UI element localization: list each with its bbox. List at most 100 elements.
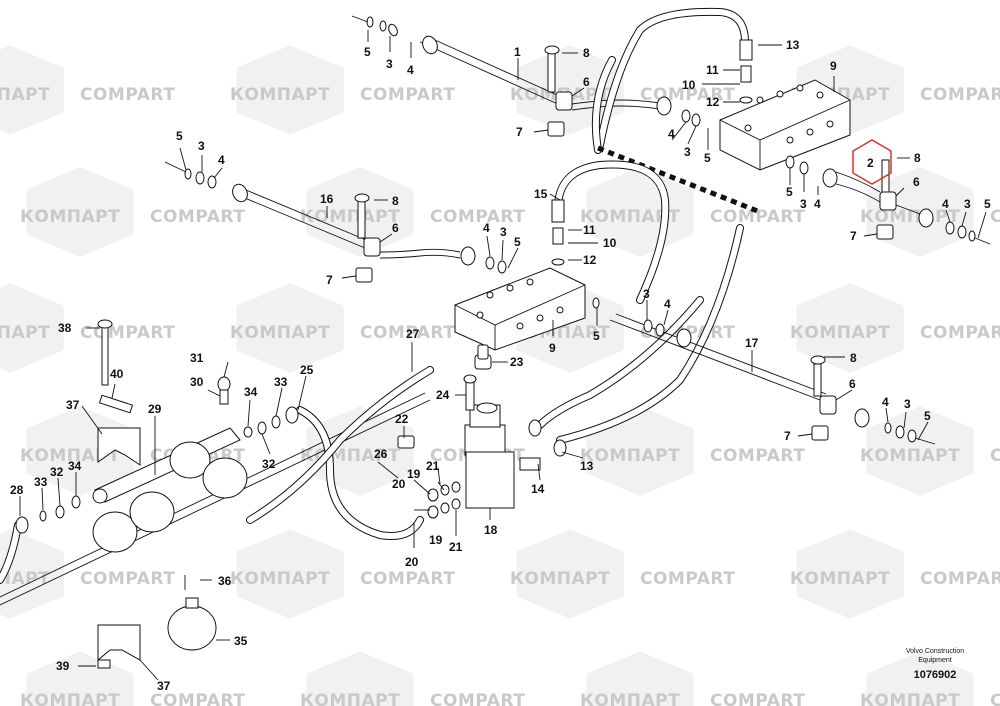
watermark-text: COMPART xyxy=(920,323,1000,343)
callout-18: 18 xyxy=(484,523,498,537)
callout-4: 4 xyxy=(483,221,490,235)
callout-24: 24 xyxy=(436,388,450,402)
watermark-text: КОМПАРТ xyxy=(20,207,120,227)
watermark-text: КОМПАРТ xyxy=(580,691,680,706)
callout-23: 23 xyxy=(510,355,524,369)
watermark-text: КОМПАРТ xyxy=(510,569,610,589)
callout-21: 21 xyxy=(426,459,440,473)
brand-line-2: Equipment xyxy=(918,657,952,664)
watermark-text: COMPART xyxy=(360,569,455,589)
callout-3: 3 xyxy=(198,139,205,153)
callout-8: 8 xyxy=(850,351,857,365)
callout-31: 31 xyxy=(190,351,204,365)
callout-29: 29 xyxy=(148,402,162,416)
callout-26: 26 xyxy=(374,447,388,461)
callout-13: 13 xyxy=(580,459,594,473)
callout-7: 7 xyxy=(784,429,791,443)
callout-14: 14 xyxy=(531,482,545,496)
callout-7: 7 xyxy=(516,125,523,139)
watermark-tile: КОМПАРТ COMPART xyxy=(230,283,455,373)
watermark-text: КОМПАРТ xyxy=(20,446,120,466)
callout-21: 21 xyxy=(449,540,463,554)
watermark-text: COMPART xyxy=(360,85,455,105)
watermark-text: КОМПАРТ xyxy=(20,691,120,706)
callout-5: 5 xyxy=(984,197,991,211)
callout-22: 22 xyxy=(395,412,409,426)
callout-7: 7 xyxy=(850,229,857,243)
watermark-text: COMPART xyxy=(150,691,245,706)
callout-6: 6 xyxy=(849,377,856,391)
callout-4: 4 xyxy=(407,63,414,77)
callout-3: 3 xyxy=(386,57,393,71)
callout-25: 25 xyxy=(300,363,314,377)
callout-8: 8 xyxy=(914,151,921,165)
callout-5: 5 xyxy=(593,329,600,343)
callout-33: 33 xyxy=(274,375,288,389)
callout-12: 12 xyxy=(583,253,597,267)
callout-20: 20 xyxy=(405,555,419,569)
watermark-text: COMPART xyxy=(920,569,1000,589)
watermark-tile: КОМПАРТ COMPART xyxy=(20,651,245,706)
watermark-text: КОМПАРТ xyxy=(860,207,960,227)
callout-36: 36 xyxy=(218,574,232,588)
watermark-text: COMPART xyxy=(80,85,175,105)
callout-6: 6 xyxy=(392,221,399,235)
callout-8: 8 xyxy=(392,194,399,208)
watermark-text: КОМПАРТ xyxy=(790,569,890,589)
callout-34: 34 xyxy=(244,385,258,399)
callout-2: 2 xyxy=(867,156,874,170)
callout-15: 15 xyxy=(534,187,548,201)
watermark-text: КОМПАРТ xyxy=(860,446,960,466)
watermark-text: COMPART xyxy=(710,446,805,466)
watermark-text: КОМПАРТ xyxy=(230,569,330,589)
callout-32: 32 xyxy=(262,457,276,471)
callout-7: 7 xyxy=(326,273,333,287)
callout-20: 20 xyxy=(392,477,406,491)
callout-4: 4 xyxy=(218,153,225,167)
leader-lines xyxy=(19,30,987,681)
watermark-text: КОМПАРТ xyxy=(860,691,960,706)
callout-34: 34 xyxy=(68,459,82,473)
callout-9: 9 xyxy=(549,341,556,355)
watermark-tile: КОМПАРТ COMPART xyxy=(790,283,1000,373)
watermark-text: COMPART xyxy=(80,569,175,589)
callout-11: 11 xyxy=(583,223,596,237)
callout-5: 5 xyxy=(786,185,793,199)
callout-4: 4 xyxy=(814,197,821,211)
callout-28: 28 xyxy=(10,483,24,497)
callout-3: 3 xyxy=(643,287,650,301)
callout-3: 3 xyxy=(684,145,691,159)
callout-37: 37 xyxy=(157,679,171,693)
callout-1: 1 xyxy=(514,45,521,59)
callout-30: 30 xyxy=(190,375,204,389)
watermark-text: КОМПАРТ xyxy=(0,85,50,105)
callout-5: 5 xyxy=(364,45,371,59)
callout-38: 38 xyxy=(58,321,72,335)
watermark-tile: КОМПАРТ COMPART xyxy=(860,651,1000,706)
callout-16: 16 xyxy=(320,192,334,206)
callout-12: 12 xyxy=(706,95,720,109)
brand-line-1: Volvo Construction xyxy=(906,648,964,655)
watermark-text: COMPART xyxy=(360,323,455,343)
figure-footer: Volvo Construction Equipment 1076902 xyxy=(906,648,964,681)
figure-code: 1076902 xyxy=(914,669,957,681)
watermark-text: КОМПАРТ xyxy=(790,323,890,343)
callout-39: 39 xyxy=(56,659,70,673)
callout-3: 3 xyxy=(800,197,807,211)
watermark-text: COMPART xyxy=(990,691,1000,706)
callout-32: 32 xyxy=(50,465,64,479)
callout-10: 10 xyxy=(682,78,696,92)
watermark-text: COMPART xyxy=(920,85,1000,105)
callout-5: 5 xyxy=(514,235,521,249)
watermark-text: КОМПАРТ xyxy=(230,323,330,343)
callout-3: 3 xyxy=(964,197,971,211)
diagram-art xyxy=(0,7,991,669)
callout-33: 33 xyxy=(34,475,48,489)
